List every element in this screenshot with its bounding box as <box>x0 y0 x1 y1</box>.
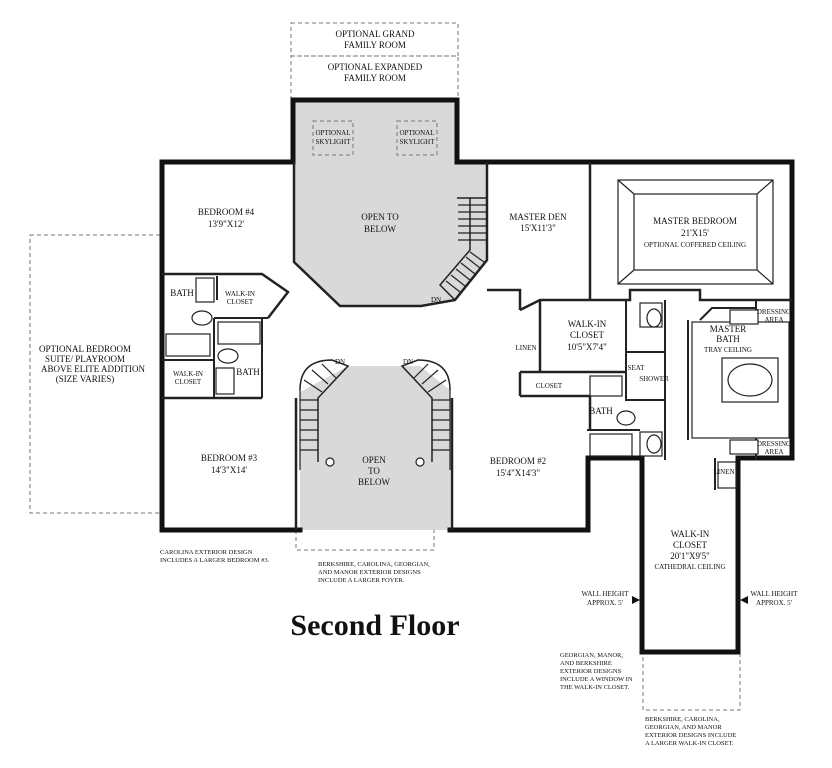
bath-master2-label: BATH <box>589 406 613 416</box>
note-foyer-3: INCLUDE A LARGER FOYER. <box>318 577 405 584</box>
closet-label: CLOSET <box>536 382 563 390</box>
skylight-left-label-2: SKYLIGHT <box>316 138 352 146</box>
bedroom2-name: BEDROOM #2 <box>490 456 546 466</box>
master-bath-2: BATH <box>716 334 740 344</box>
note-carolina-1: CAROLINA EXTERIOR DESIGN <box>160 549 253 556</box>
note-window-1: GEORGIAN, MANOR, <box>560 652 623 659</box>
dressing-top-1: DRESSING <box>757 308 791 316</box>
optional-bedroom-suite-outline <box>29 234 163 514</box>
dressing-top-2: AREA <box>764 316 783 324</box>
coffered-ceiling-outer <box>617 179 774 285</box>
open-to-below-lower-area <box>300 366 450 530</box>
note-larger-closet-3: EXTERIOR DESIGNS INCLUDE <box>645 732 736 739</box>
fixtures <box>165 277 779 489</box>
optional-suite-2: SUITE/ PLAYROOM <box>45 354 125 364</box>
note-larger-closet-4: A LARGER WALK-IN CLOSET. <box>645 740 734 747</box>
note-foyer-2: AND MANOR EXTERIOR DESIGNS <box>318 569 421 576</box>
walkin-closet-large-2: CLOSET <box>673 540 708 550</box>
open-to-below-lower-3: BELOW <box>358 477 390 487</box>
optional-grand-family-room-label-2: FAMILY ROOM <box>344 40 406 50</box>
walkin-closet-small-2: CLOSET <box>227 298 254 306</box>
wall-height-arrows <box>632 596 748 604</box>
master-bedroom-size: 21'X15' <box>681 228 709 238</box>
optional-expanded-family-room-label-1: OPTIONAL EXPANDED <box>328 62 423 72</box>
open-to-below-lower-1: OPEN <box>362 455 386 465</box>
master-den-name: MASTER DEN <box>509 212 567 222</box>
dressing-bottom-2: AREA <box>764 448 783 456</box>
open-to-below-lower-2: TO <box>368 466 380 476</box>
wall-height-left-2: APPROX. 5' <box>587 599 623 607</box>
floor-title: Second Floor <box>290 609 459 642</box>
master-bedroom-note: OPTIONAL COFFERED CEILING <box>644 241 746 249</box>
walkin-closet-mid-2: CLOSET <box>570 330 605 340</box>
linen-mid-label: LINEN <box>516 344 537 352</box>
skylight-right-outline <box>396 120 438 156</box>
bath-left-top-label: BATH <box>170 288 194 298</box>
optional-grand-family-room-outline <box>290 22 459 57</box>
walkin-closet-mid-size: 10'5"X7'4" <box>567 342 607 352</box>
optional-suite-3: ABOVE ELITE ADDITION <box>41 364 145 374</box>
linen-right-label: LINEN <box>714 468 735 476</box>
open-to-below-upper-2: BELOW <box>364 224 396 234</box>
master-den-size: 15'X11'3" <box>520 223 556 233</box>
seat-label: SEAT <box>628 364 645 372</box>
bedroom4-name: BEDROOM #4 <box>198 207 255 217</box>
skylight-right-label-2: SKYLIGHT <box>400 138 436 146</box>
bedroom2-size: 15'4"X14'3" <box>496 468 540 478</box>
open-to-below-upper-area <box>293 100 487 306</box>
optional-expanded-family-room-label-2: FAMILY ROOM <box>344 73 406 83</box>
bath-left-mid-label: BATH <box>236 367 260 377</box>
skylight-left-label-1: OPTIONAL <box>316 129 351 137</box>
bedroom4-size: 13'9"X12' <box>208 219 244 229</box>
note-larger-closet-2: GEORGIAN, AND MANOR <box>645 724 722 731</box>
wall-height-right-1: WALL HEIGHT <box>751 590 799 598</box>
wall-height-left-1: WALL HEIGHT <box>582 590 630 598</box>
stair-dn-right: DN <box>403 358 413 366</box>
coffered-ceiling-inner <box>633 193 758 271</box>
note-carolina-2: INCLUDES A LARGER BEDROOM #3. <box>160 557 270 564</box>
optional-grand-family-room-label-1: OPTIONAL GRAND <box>336 29 415 39</box>
bedroom3-name: BEDROOM #3 <box>201 453 258 463</box>
bedroom3-size: 14'3"X14' <box>211 465 247 475</box>
stair-dn-left: DN <box>335 358 345 366</box>
walkin-closet-small-1: WALK-IN <box>225 290 255 298</box>
wall-height-right-2: APPROX. 5' <box>756 599 792 607</box>
open-to-below-upper-1: OPEN TO <box>361 212 399 222</box>
walkin-closet-large-size: 20'1"X9'5" <box>670 551 710 561</box>
walkin-closet-large-1: WALK-IN <box>671 529 710 539</box>
larger-foyer-outline <box>295 530 435 551</box>
note-window-5: THE WALK-IN CLOSET. <box>560 684 630 691</box>
note-window-3: EXTERIOR DESIGNS <box>560 668 622 675</box>
note-window-2: AND BERKSHIRE <box>560 660 612 667</box>
master-bath-note: TRAY CEILING <box>704 346 752 354</box>
stairs <box>299 197 488 470</box>
optional-suite-1: OPTIONAL BEDROOM <box>39 344 131 354</box>
note-foyer-1: BERKSHIRE, CAROLINA, GEORGIAN, <box>318 561 430 568</box>
note-larger-closet-1: BERKSHIRE, CAROLINA, <box>645 716 720 723</box>
larger-walkin-outline <box>642 650 741 711</box>
walkin-closet-mid-1: WALK-IN <box>568 319 607 329</box>
walkin-closet-large-note: CATHEDRAL CEILING <box>654 563 725 571</box>
skylight-left-outline <box>312 120 354 156</box>
skylight-right-label-1: OPTIONAL <box>400 129 435 137</box>
note-window-4: INCLUDE A WINDOW IN <box>560 676 633 683</box>
stair-dn-upper: DN <box>431 296 441 304</box>
master-bath-1: MASTER <box>710 324 747 334</box>
walkin-closet-left-1: WALK-IN <box>173 370 203 378</box>
optional-suite-4: (SIZE VARIES) <box>56 374 114 384</box>
master-bedroom-name: MASTER BEDROOM <box>653 216 737 226</box>
shower-label: SHOWER <box>639 375 669 383</box>
dressing-bottom-1: DRESSING <box>757 440 791 448</box>
walkin-closet-left-2: CLOSET <box>175 378 202 386</box>
